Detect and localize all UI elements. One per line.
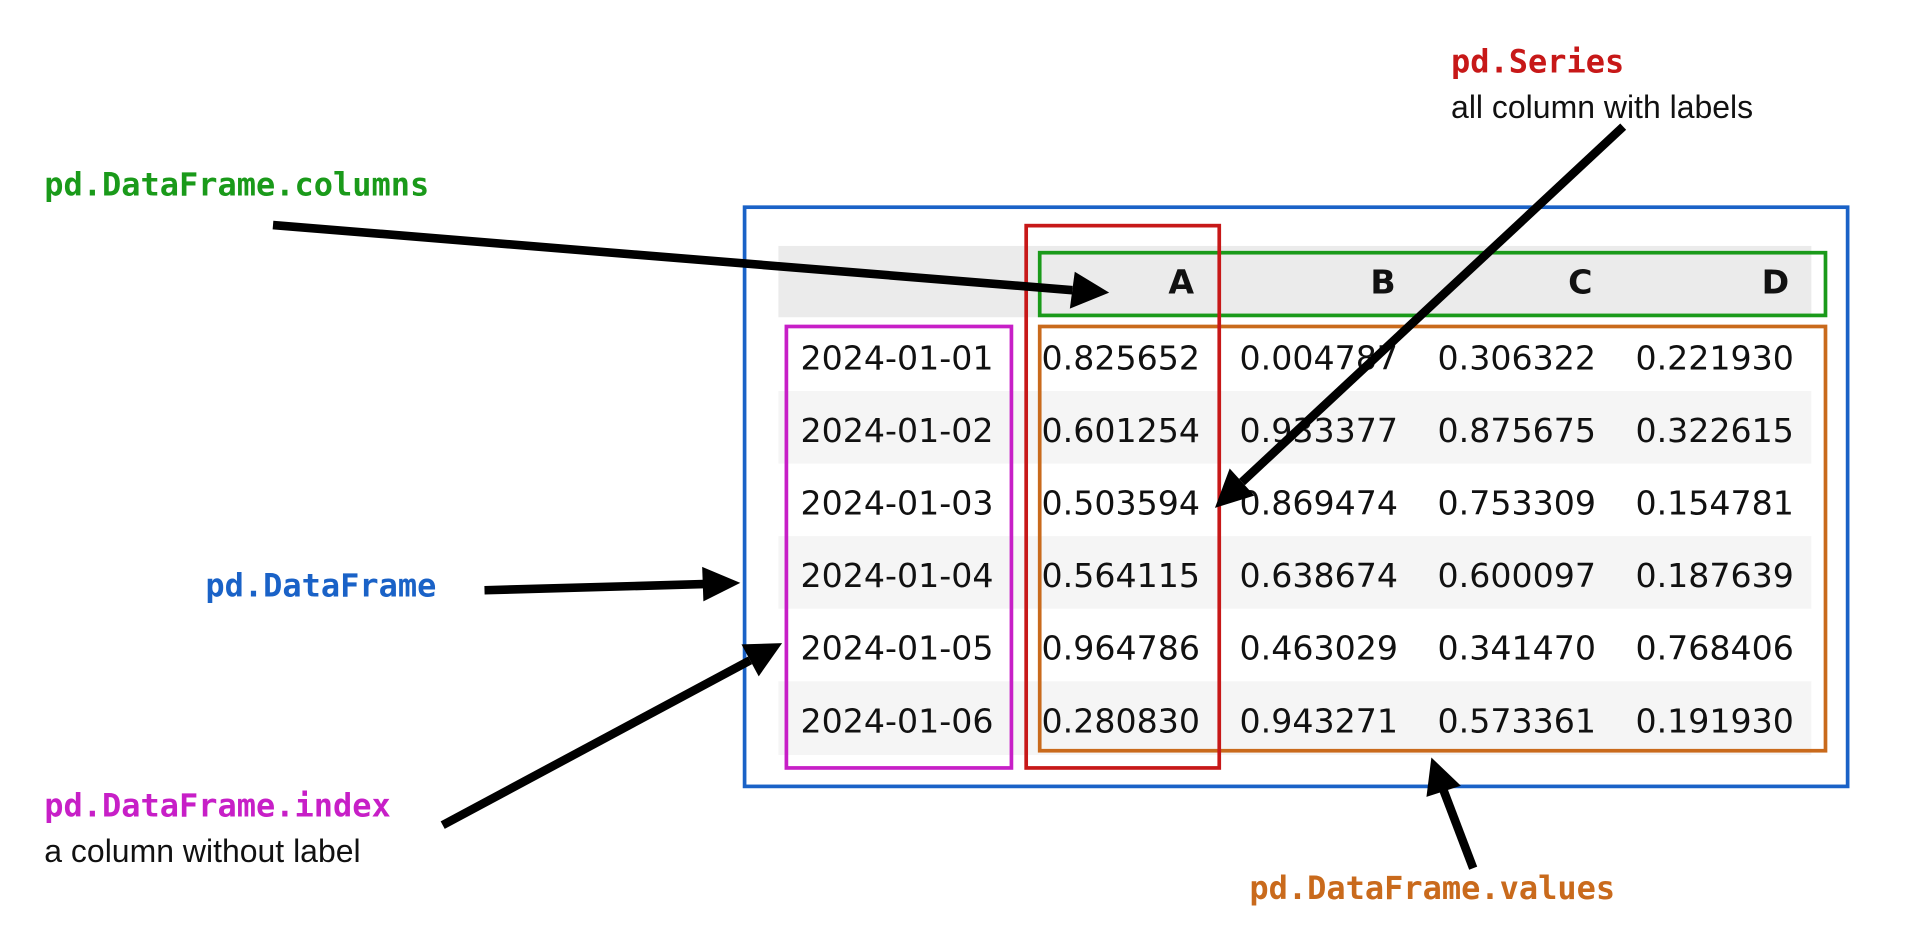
index-cell: 2024-01-01 (800, 340, 994, 379)
series-caption: all column with labels (1451, 88, 1754, 126)
value-cell: 0.753309 (1437, 485, 1596, 524)
dataframe-label: pd.DataFrame (205, 568, 437, 606)
value-cell: 0.221930 (1635, 340, 1794, 379)
index-cell: 2024-01-02 (800, 412, 994, 451)
columns-arrow (272, 220, 1110, 309)
column-header-d: D (1761, 263, 1790, 302)
columns-label: pd.DataFrame.columns (44, 167, 430, 205)
value-cell: 0.280830 (1041, 702, 1200, 741)
index-arrow (440, 643, 783, 829)
row-stripe (778, 536, 1812, 609)
value-cell: 0.154781 (1635, 485, 1794, 524)
value-cell: 0.564115 (1041, 557, 1200, 596)
value-cell: 0.933377 (1239, 412, 1398, 451)
value-cell: 0.601254 (1041, 412, 1200, 451)
value-cell: 0.964786 (1041, 630, 1200, 669)
index-cell: 2024-01-03 (800, 485, 994, 524)
value-cell: 0.869474 (1239, 485, 1398, 524)
index-cell: 2024-01-04 (800, 557, 994, 596)
value-cell: 0.341470 (1437, 630, 1596, 669)
value-cell: 0.638674 (1239, 557, 1398, 596)
value-cell: 0.943271 (1239, 702, 1398, 741)
value-cell: 0.600097 (1437, 557, 1596, 596)
index-cell: 2024-01-05 (800, 630, 994, 669)
value-cell: 0.187639 (1635, 557, 1794, 596)
column-header-a: A (1168, 263, 1195, 302)
value-cell: 0.875675 (1437, 412, 1596, 451)
series-arrow (1214, 123, 1627, 508)
value-cell: 0.768406 (1635, 630, 1794, 669)
value-cell: 0.463029 (1239, 630, 1398, 669)
values-arrow (1426, 757, 1478, 870)
column-header-b: B (1370, 263, 1396, 302)
value-cell: 0.503594 (1041, 485, 1200, 524)
index-label: pd.DataFrame.index (44, 788, 391, 826)
value-cell: 0.306322 (1437, 340, 1596, 379)
value-cell: 0.825652 (1041, 340, 1200, 379)
series-label: pd.Series (1451, 44, 1625, 82)
values-label: pd.DataFrame.values (1249, 870, 1616, 908)
index-cell: 2024-01-06 (800, 702, 994, 741)
value-cell: 0.573361 (1437, 702, 1596, 741)
value-cell: 0.322615 (1635, 412, 1794, 451)
value-cell: 0.191930 (1635, 702, 1794, 741)
row-stripe (778, 681, 1812, 756)
dataframe-arrow (484, 566, 741, 602)
index-caption: a column without label (44, 832, 361, 870)
column-header-c: C (1568, 263, 1593, 302)
